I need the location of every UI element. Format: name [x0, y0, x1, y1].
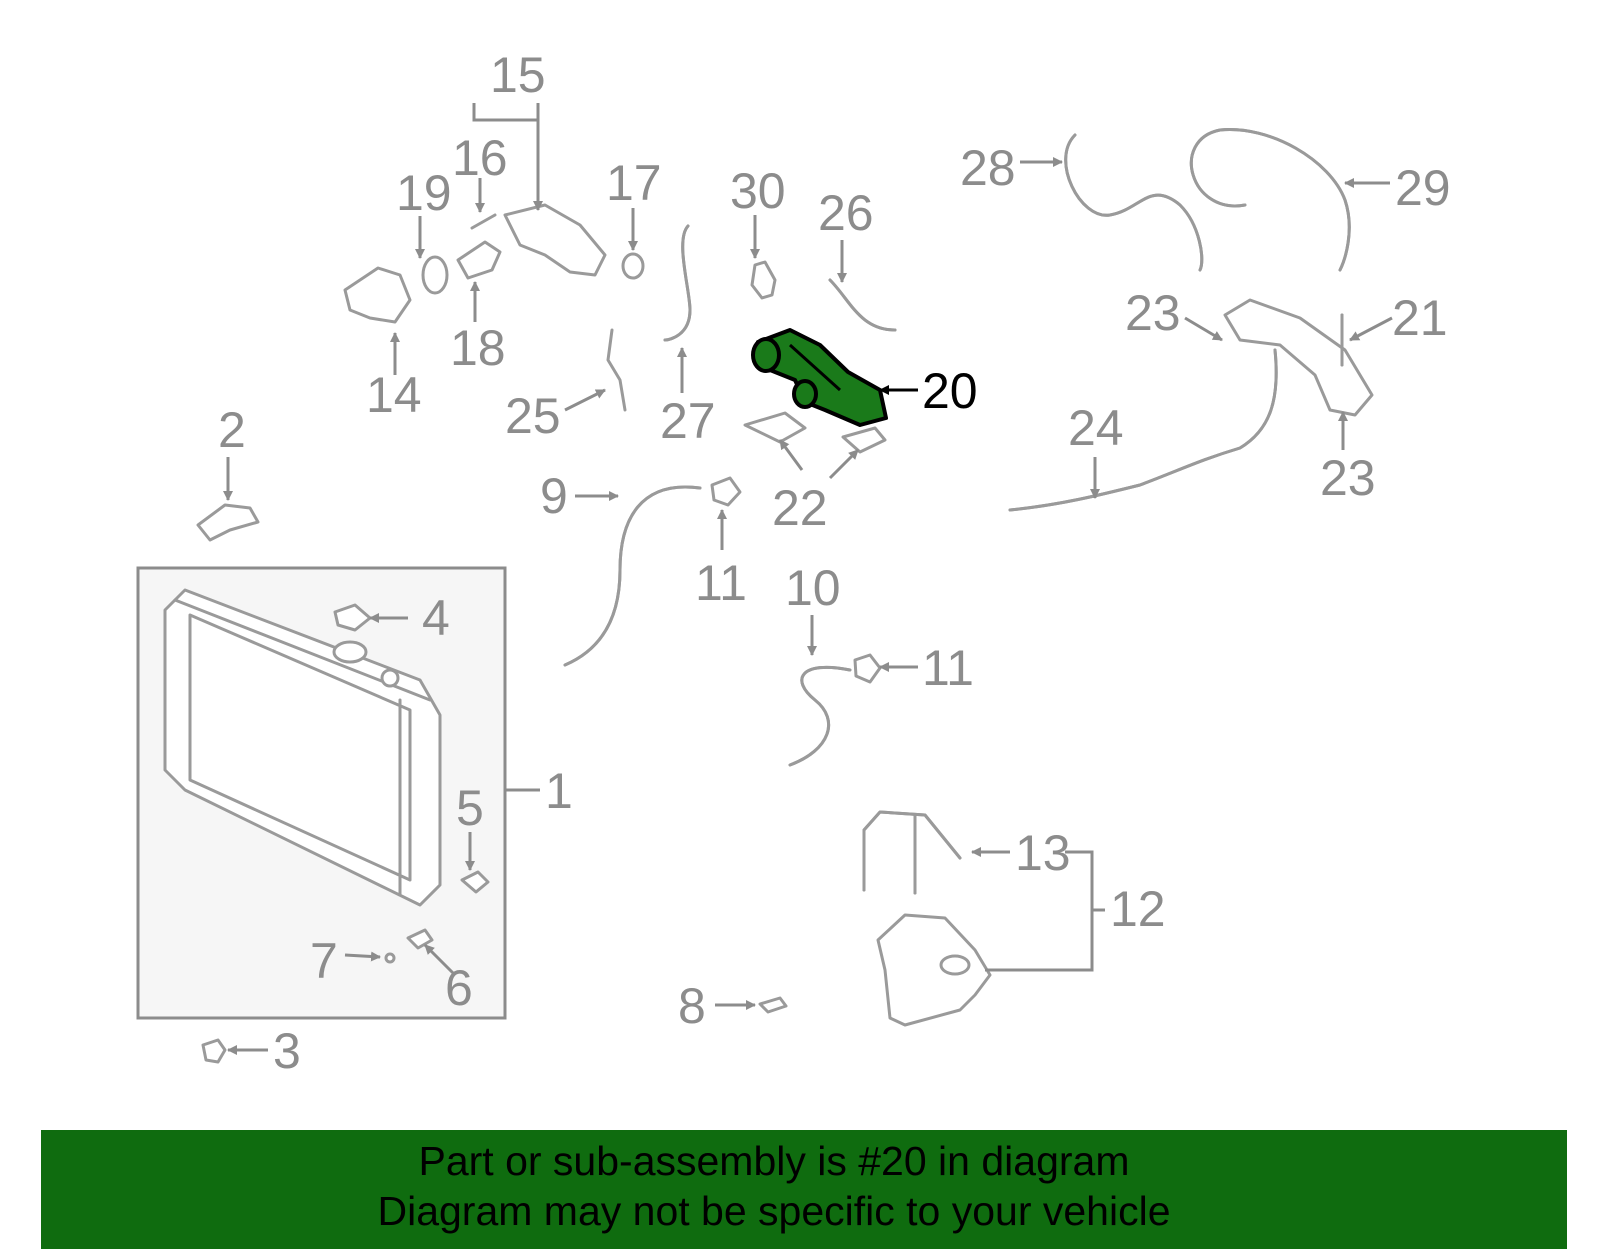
part-12-reservoir	[876, 913, 992, 1027]
part-30-sensor	[750, 260, 777, 300]
label-20: 20	[922, 363, 978, 419]
label-21: 21	[1392, 290, 1448, 346]
label-1: 1	[545, 763, 573, 819]
label-10: 10	[785, 560, 841, 616]
part-22-gasket-b	[841, 426, 887, 454]
label-9: 9	[540, 468, 568, 524]
part-11-clamp-a	[710, 476, 742, 507]
label-11a: 11	[695, 555, 747, 611]
part-26-hose	[828, 278, 897, 332]
part-24-pipe	[1008, 348, 1278, 512]
part-15-housing	[503, 203, 607, 277]
label-19: 19	[396, 165, 452, 221]
part-20-water-outlet-highlighted	[751, 328, 888, 427]
label-23b: 23	[1320, 450, 1376, 506]
label-24: 24	[1068, 400, 1124, 456]
part-10-hose	[788, 665, 852, 767]
label-7: 7	[310, 933, 338, 989]
label-16: 16	[452, 130, 508, 186]
part-25-pipe	[606, 328, 627, 412]
label-22: 22	[772, 480, 828, 536]
label-3: 3	[273, 1023, 301, 1079]
part-5-plug	[460, 870, 490, 894]
part-21-bypass-pipe	[1223, 298, 1374, 417]
banner-line-2: Diagram may not be specific to your vehi…	[377, 1188, 1171, 1234]
part-17-oring	[621, 252, 645, 280]
part-19-gasket	[421, 255, 449, 295]
label-25: 25	[505, 388, 561, 444]
radiator-assembly	[136, 566, 507, 1020]
label-17: 17	[606, 155, 662, 211]
info-banner: Part or sub-assembly is #20 in diagram D…	[41, 1130, 1567, 1249]
label-14: 14	[366, 367, 422, 423]
label-26: 26	[818, 185, 874, 241]
banner-line-1: Part or sub-assembly is #20 in diagram	[418, 1138, 1130, 1184]
label-30: 30	[730, 163, 786, 219]
label-18: 18	[450, 320, 506, 376]
part-14-outlet	[343, 266, 412, 324]
part-13-hoses	[862, 810, 962, 892]
parts-diagram: 1 2 3 4 5 6 7 8 9 10 11 11 12 13 14 15 1…	[136, 47, 1451, 1079]
part-8-bolt	[758, 996, 788, 1014]
label-2: 2	[218, 402, 246, 458]
label-23a: 23	[1125, 285, 1181, 341]
part-4-cap-seal	[333, 603, 372, 632]
label-8: 8	[678, 978, 706, 1034]
leader-lines	[223, 103, 1393, 1055]
label-5: 5	[456, 780, 484, 836]
part-18-thermostat	[456, 240, 502, 280]
label-12: 12	[1110, 881, 1166, 937]
label-4: 4	[422, 590, 450, 646]
label-13: 13	[1015, 825, 1071, 881]
part-3-grommet	[201, 1038, 227, 1064]
part-22-gasket-a	[743, 411, 807, 444]
label-15: 15	[490, 47, 546, 103]
label-29: 29	[1395, 160, 1451, 216]
label-11b: 11	[922, 640, 974, 696]
part-28-hose	[1064, 133, 1204, 272]
part-16-stud	[470, 213, 497, 230]
part-2-bracket	[196, 503, 260, 542]
label-27: 27	[660, 393, 716, 449]
part-7-washer	[384, 952, 396, 964]
label-6: 6	[445, 960, 473, 1016]
part-11-clamp-b	[853, 653, 882, 684]
label-28: 28	[960, 140, 1016, 196]
part-6-drain	[406, 928, 434, 950]
